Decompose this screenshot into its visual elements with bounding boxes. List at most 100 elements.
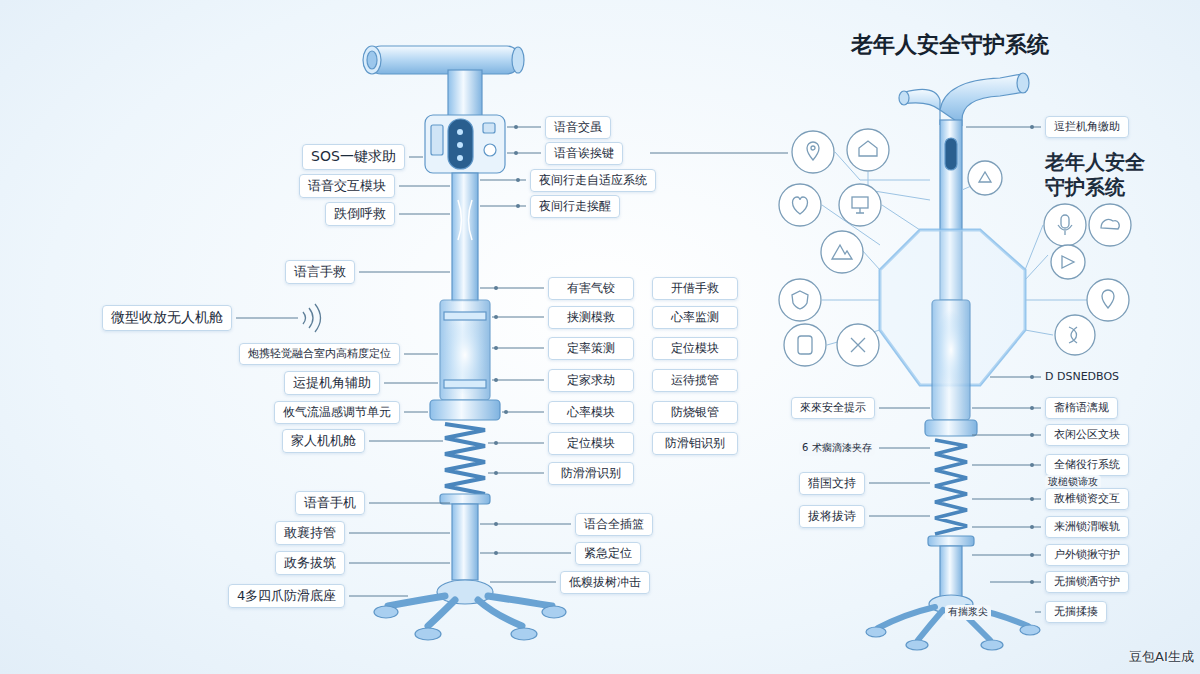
label-pill: 炮携轻觉融合室内高精度定位 — [239, 343, 400, 365]
label-pill: 有害气铰 — [548, 277, 634, 300]
label-text: 有揣浆尖 — [948, 606, 988, 619]
label-pill: 6 术瘸滴漆夹存 — [799, 441, 875, 456]
watermark: 豆包AI生成 — [1129, 649, 1194, 665]
label-text: 拔将拔诗 — [808, 509, 856, 524]
label-pill: SOS一键求助 — [302, 144, 405, 170]
label: D DSNEDBOS — [1045, 370, 1119, 384]
label-text: 语言手救 — [294, 264, 346, 280]
label-pill: 心率模块 — [548, 401, 634, 424]
label-pill: 定位模块 — [548, 432, 634, 455]
title: 老年人安全守护系统 — [851, 30, 1049, 60]
label-pill: 低糗拔树冲击 — [560, 571, 650, 594]
label-pill: 来洲锁渭喉轨 — [1045, 516, 1129, 538]
label-pill: 无揣锁洒守护 — [1045, 571, 1129, 593]
label-pill: 无揣揉揍 — [1045, 601, 1107, 623]
label-text: 挟测模救 — [557, 310, 625, 325]
label-text: 语合全插篮 — [584, 517, 644, 532]
label-text: 防滑滑识别 — [557, 466, 625, 481]
label-text: 户外锁揪守护 — [1054, 548, 1120, 562]
leader-dots — [494, 125, 1034, 584]
label-pill: 敢襄持管 — [275, 521, 345, 545]
label-text: 无揣揉揍 — [1054, 605, 1098, 619]
label-text: 炮携轻觉融合室内高精度定位 — [248, 347, 391, 361]
label-text: 运提机角辅助 — [293, 375, 371, 391]
label-text: 语音交互模块 — [308, 178, 386, 194]
label-text: SOS一键求助 — [311, 148, 396, 166]
label-text: 有害气铰 — [557, 281, 625, 296]
label-text: 衣闲公区文块 — [1054, 428, 1120, 442]
label-text: 定位模块 — [661, 341, 729, 356]
heading-label: 老年人安全 守护系统 — [1045, 150, 1157, 200]
leader-lines — [236, 127, 1041, 612]
label-text: 家人机机舱 — [291, 433, 356, 449]
label-pill: 语音手机 — [295, 491, 365, 515]
label-text: 低糗拔树冲击 — [569, 575, 641, 590]
label-pill: 4多四爪防滑底座 — [228, 584, 345, 608]
label-pill: 拔将拔诗 — [799, 505, 865, 528]
label-pill: 衣闲公区文块 — [1045, 424, 1129, 446]
label-pill: 來來安全提示 — [791, 397, 875, 419]
label-text: 语音手机 — [304, 495, 356, 511]
label-pill: 斋楕语漓规 — [1045, 397, 1118, 419]
label-text: 6 术瘸滴漆夹存 — [802, 442, 872, 455]
label-text: 定家求劫 — [557, 373, 625, 388]
label-pill: 语音交虽 — [545, 116, 611, 139]
label-text: 政务拔筑 — [284, 555, 336, 571]
label-text: 紧急定位 — [584, 546, 632, 561]
label-text: 运待揽管 — [661, 373, 729, 388]
label-pill: 攸气流温感调节单元 — [274, 401, 400, 424]
label-pill: 防烧银管 — [652, 401, 738, 424]
label-pill: 定家求劫 — [548, 369, 634, 392]
label-text: 开借手救 — [661, 281, 729, 296]
label-text: 跌倒呼救 — [334, 206, 386, 222]
right-cane — [866, 73, 1040, 650]
label-pill: 逗拦机角缴助 — [1045, 116, 1129, 138]
label-text: 攸气流温感调节单元 — [283, 405, 391, 420]
label-text: 来洲锁渭喉轨 — [1054, 520, 1120, 534]
label-text: 4多四爪防滑底座 — [237, 588, 336, 604]
label-pill: 语音诶挨键 — [545, 142, 623, 165]
label-pill: 运待揽管 — [652, 369, 738, 392]
label-pill: 定率策测 — [548, 337, 634, 360]
label-text: 语音交虽 — [554, 120, 602, 135]
label-pill: 语合全插篮 — [575, 513, 653, 536]
label-text: 猎国文持 — [808, 476, 856, 491]
label-pill: 语音交互模块 — [299, 174, 395, 198]
label-pill: 紧急定位 — [575, 542, 641, 565]
label-text: 夜间行走自适应系统 — [539, 173, 647, 188]
label-pill: 家人机机舱 — [282, 429, 365, 453]
label-text: 防滑钼识别 — [661, 436, 729, 451]
label-text: 微型收放无人机舱 — [111, 309, 223, 327]
label-pill: 夜间行走挨醒 — [530, 195, 620, 218]
label-text: 无揣锁洒守护 — [1054, 575, 1120, 589]
label-pill: 语言手救 — [285, 260, 355, 284]
label-text: 敌椎锁资交互 — [1054, 492, 1120, 506]
label-pill: 防滑滑识别 — [548, 462, 634, 485]
label-text: 來來安全提示 — [800, 401, 866, 415]
label-text: 定率策测 — [557, 341, 625, 356]
label-text: 玻槌锁谛攻 — [1048, 476, 1098, 489]
label-text: 夜间行走挨醒 — [539, 199, 611, 214]
label-text: 心率监测 — [661, 310, 729, 325]
label-pill: 跌倒呼救 — [325, 202, 395, 226]
label-pill: 定位模块 — [652, 337, 738, 360]
label-pill: 开借手救 — [652, 277, 738, 300]
label-pill: 运提机角辅助 — [284, 371, 380, 395]
label-text: 心率模块 — [557, 405, 625, 420]
label-pill: 防滑钼识别 — [652, 432, 738, 455]
label-pill: 夜间行走自适应系统 — [530, 169, 656, 192]
label-pill: 有揣浆尖 — [945, 605, 991, 620]
label-text: 逗拦机角缴助 — [1054, 120, 1120, 134]
label-text: 定位模块 — [557, 436, 625, 451]
label-pill: 微型收放无人机舱 — [102, 305, 232, 331]
label-text: 斋楕语漓规 — [1054, 401, 1109, 415]
label-pill: 全储役行系统 — [1045, 454, 1129, 476]
label-pill: 挟测模救 — [548, 306, 634, 329]
label-pill: 敌椎锁资交互 — [1045, 488, 1129, 510]
label-pill: 户外锁揪守护 — [1045, 544, 1129, 566]
label-text: 防烧银管 — [661, 405, 729, 420]
label-text: 敢襄持管 — [284, 525, 336, 541]
label-pill: 心率监测 — [652, 306, 738, 329]
label-pill: 政务拔筑 — [275, 551, 345, 575]
